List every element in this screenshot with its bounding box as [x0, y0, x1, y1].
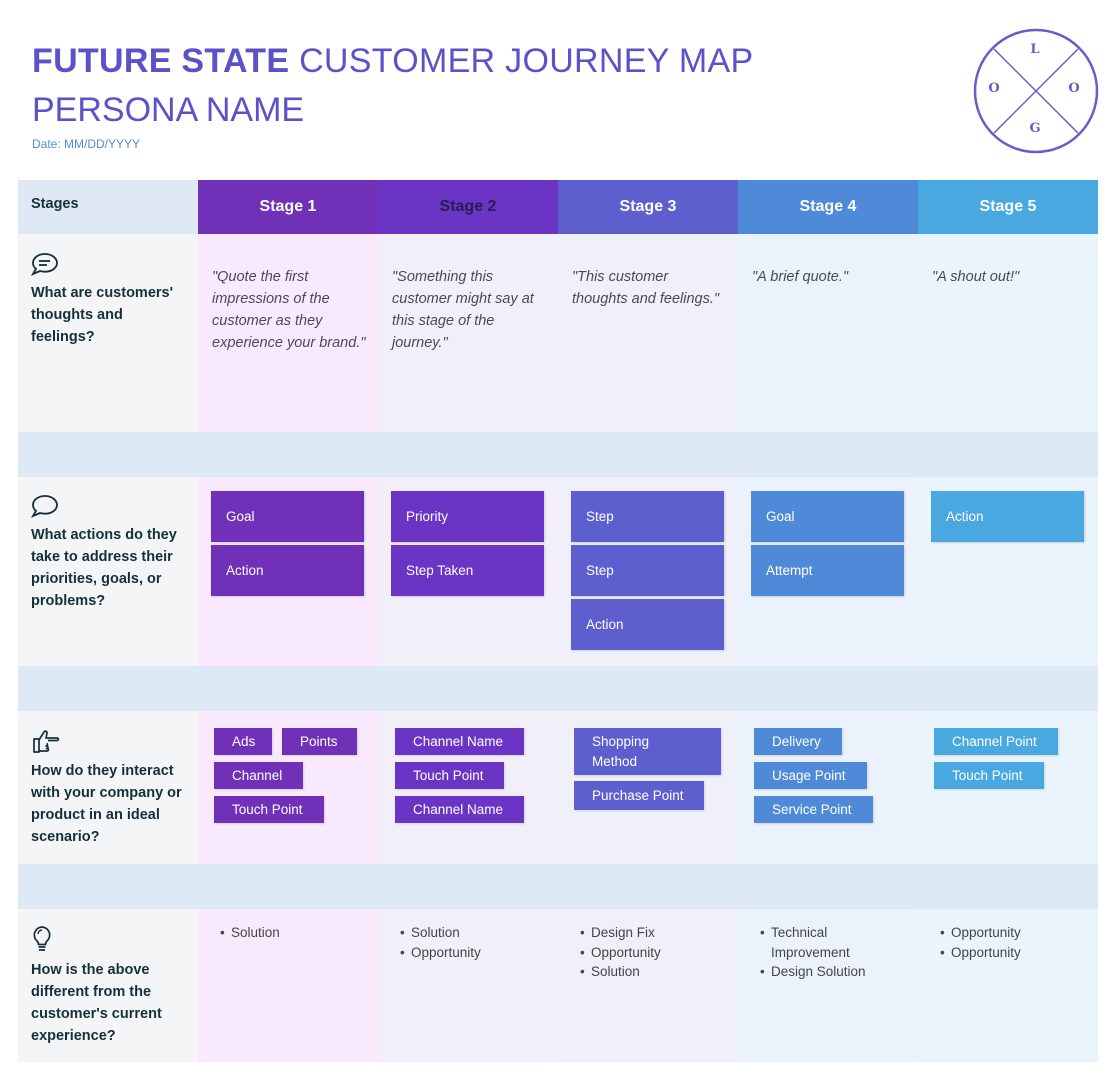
stage-3-header: Stage 3 — [558, 180, 738, 234]
touchpoint-tag[interactable]: Usage Point — [754, 762, 867, 789]
thoughts-label: What are customers' thoughts and feeling… — [18, 234, 198, 432]
actions-label: What actions do they take to address the… — [18, 477, 198, 666]
action-card[interactable]: Action — [931, 491, 1084, 542]
touchpoint-tag[interactable]: Channel Point — [934, 728, 1058, 755]
stage-5-header: Stage 5 — [918, 180, 1098, 234]
action-card[interactable]: Step — [571, 545, 724, 596]
page-title: FUTURE STATE CUSTOMER JOURNEY MAP — [32, 40, 753, 82]
quote: "A brief quote." — [752, 269, 849, 285]
action-card[interactable]: Step Taken — [391, 545, 544, 596]
stage-4-header: Stage 4 — [738, 180, 918, 234]
title-bold: FUTURE STATE — [32, 42, 290, 80]
list-item: Opportunity — [940, 923, 1090, 943]
speech-bubble-icon — [31, 495, 58, 518]
difference-list: Design Fix Opportunity Solution — [580, 923, 730, 982]
difference-list: Solution Opportunity — [400, 923, 550, 962]
list-item: Opportunity — [580, 943, 730, 963]
touchpoint-tag[interactable]: Touch Point — [934, 762, 1044, 789]
date: Date: MM/DD/YYYY — [32, 137, 141, 151]
action-card[interactable]: Step — [571, 491, 724, 542]
row-label-text: What are customers' thoughts and feeling… — [31, 285, 174, 345]
quote: "Quote the first impressions of the cust… — [212, 269, 366, 351]
title-rest: CUSTOMER JOURNEY MAP — [289, 42, 754, 80]
row-divider — [18, 666, 1098, 711]
action-card[interactable]: Action — [211, 545, 364, 596]
list-item: Design Solution — [760, 962, 880, 982]
touchpoint-tag[interactable]: Service Point — [754, 796, 873, 823]
stage-1-header: Stage 1 — [198, 180, 378, 234]
difference-list: Solution — [220, 923, 370, 943]
touchpoint-tag[interactable]: Touch Point — [214, 796, 324, 823]
logo: L O O G — [973, 28, 1099, 154]
touchpoint-tag[interactable]: Channel — [214, 762, 303, 789]
stages-label: Stages — [18, 180, 198, 234]
difference-list: Opportunity Opportunity — [940, 923, 1090, 962]
stage-2-header: Stage 2 — [378, 180, 558, 234]
touchpoint-tag[interactable]: Touch Point — [395, 762, 504, 789]
action-card[interactable]: Priority — [391, 491, 544, 542]
row-divider — [18, 432, 1098, 477]
list-item: Solution — [220, 923, 370, 943]
logo-letter: G — [1029, 121, 1040, 136]
list-item: Solution — [400, 923, 550, 943]
chat-bubble-icon — [31, 253, 58, 276]
logo-letter: O — [1068, 81, 1079, 96]
touchpoint-tag[interactable]: Channel Name — [395, 728, 524, 755]
action-card[interactable]: Action — [571, 599, 724, 650]
lightbulb-icon — [33, 926, 51, 951]
action-card[interactable]: Goal — [751, 491, 904, 542]
difference-list: Technical Improvement Design Solution — [760, 923, 880, 982]
quote: "This customer thoughts and feelings." — [572, 269, 720, 307]
touchpoint-tag[interactable]: Shopping Method — [574, 728, 721, 775]
quote: "A shout out!" — [932, 269, 1020, 285]
list-item: Opportunity — [400, 943, 550, 963]
row-label-text: How is the above different from the cust… — [31, 962, 162, 1044]
touchpoint-tag[interactable]: Purchase Point — [574, 781, 704, 810]
row-label-text: What actions do they take to address the… — [31, 527, 177, 609]
touchpoint-tag[interactable]: Points — [282, 728, 357, 755]
row-divider — [18, 864, 1098, 909]
persona-name: PERSONA NAME — [32, 91, 305, 129]
logo-letter: L — [1030, 42, 1039, 57]
interact-label: How do they interact with your company o… — [18, 711, 198, 864]
list-item: Technical Improvement — [760, 923, 880, 962]
row-label-text: How do they interact with your company o… — [31, 763, 182, 845]
list-item: Opportunity — [940, 943, 1090, 963]
logo-letter: O — [988, 81, 999, 96]
action-card[interactable]: Attempt — [751, 545, 904, 596]
touchpoint-tag[interactable]: Delivery — [754, 728, 842, 755]
different-label: How is the above different from the cust… — [18, 909, 198, 1062]
thumbs-pointing-icon — [33, 730, 60, 753]
action-card[interactable]: Goal — [211, 491, 364, 542]
list-item: Solution — [580, 962, 730, 982]
list-item: Design Fix — [580, 923, 730, 943]
touchpoint-tag[interactable]: Channel Name — [395, 796, 524, 823]
touchpoint-tag[interactable]: Ads — [214, 728, 272, 755]
quote: "Something this customer might say at th… — [392, 269, 534, 351]
